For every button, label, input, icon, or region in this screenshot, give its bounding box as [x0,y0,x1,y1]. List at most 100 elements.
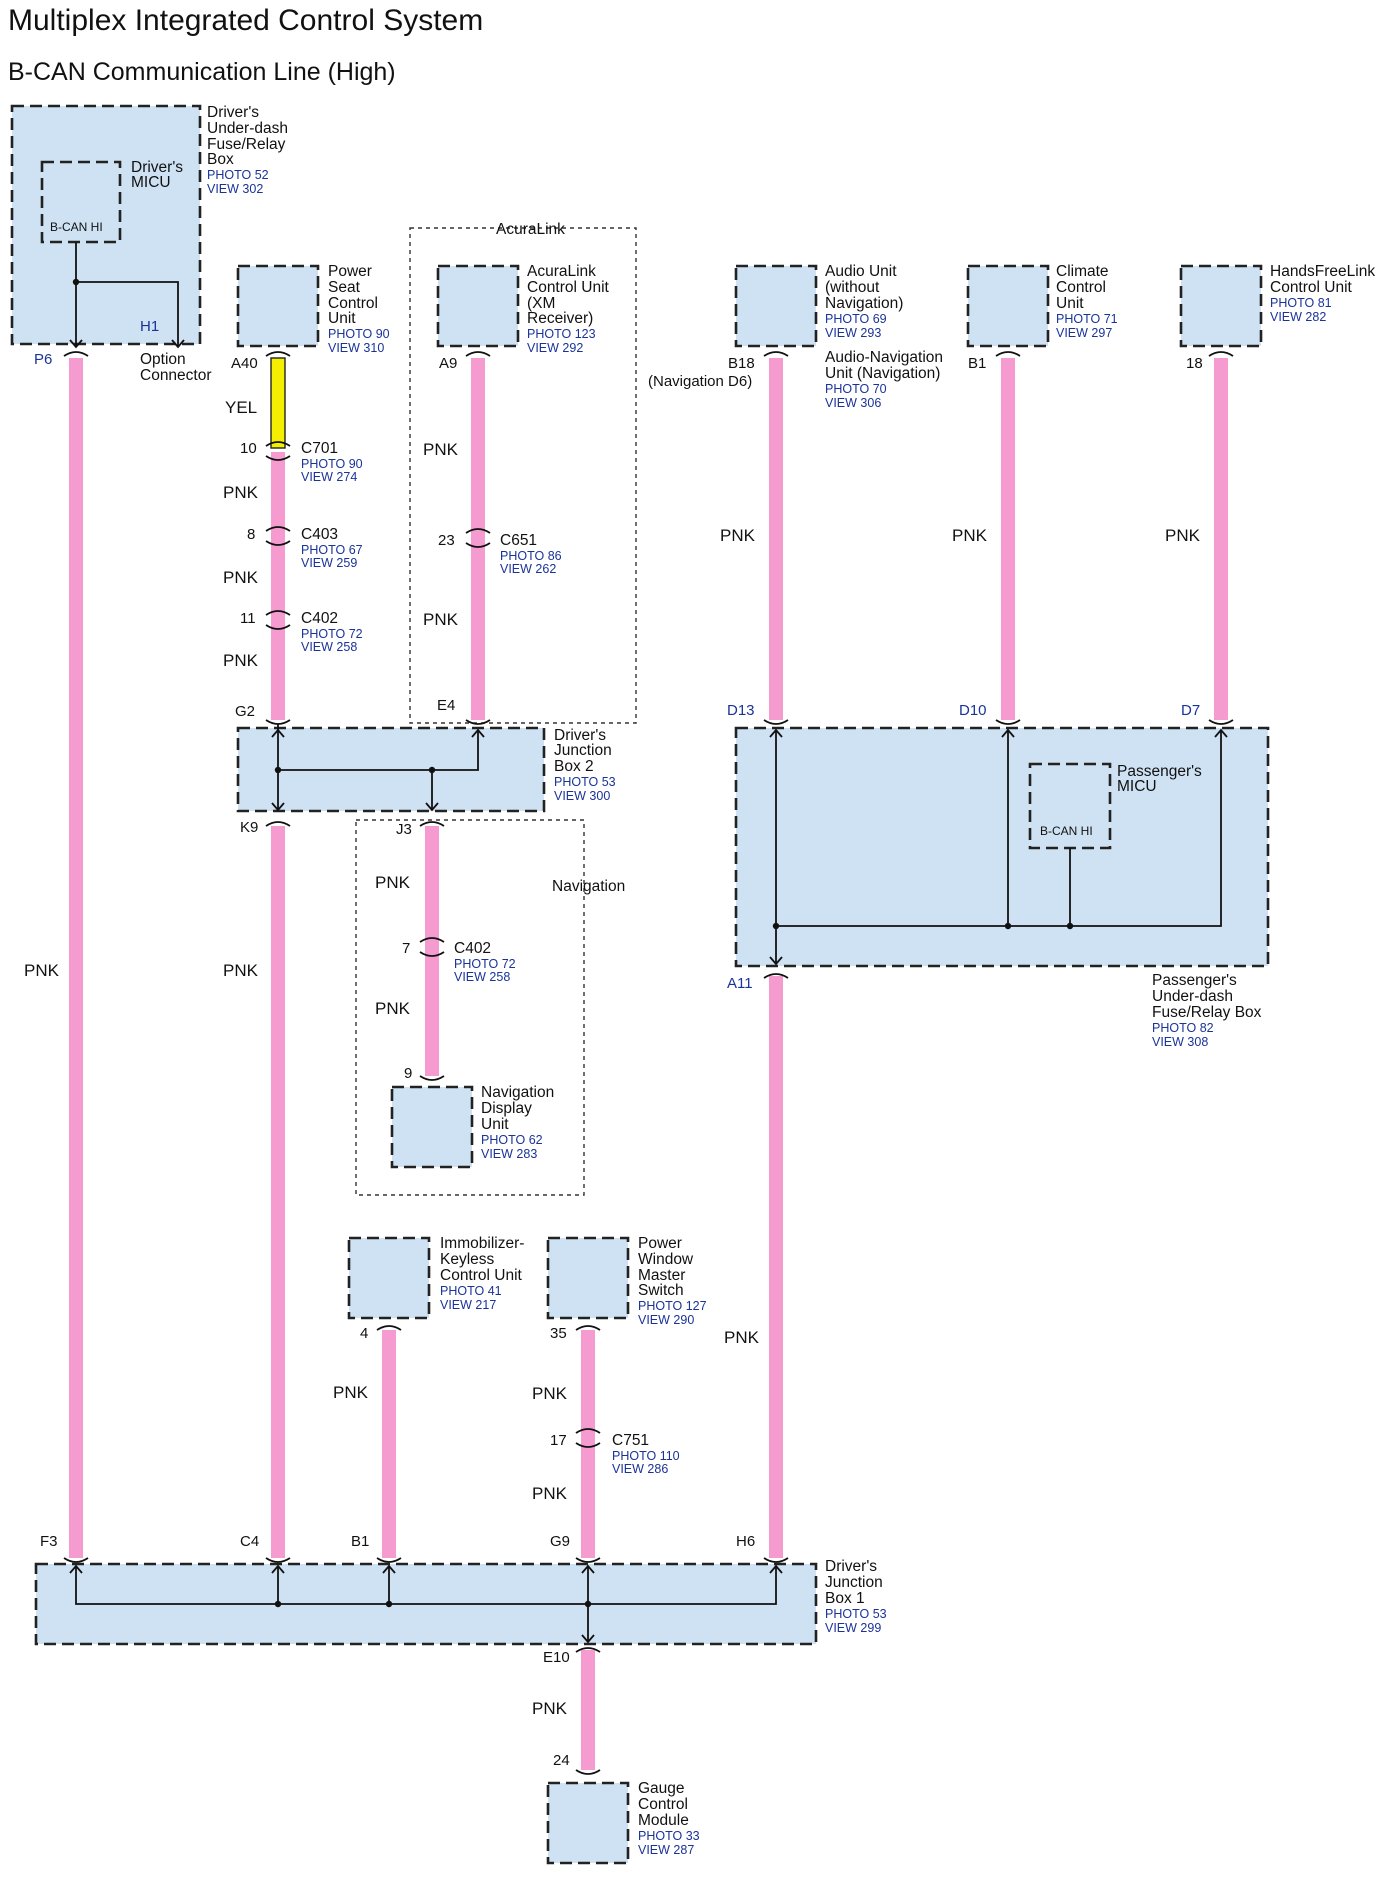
navigation-group [355,819,585,1196]
connector-c402-a-pin: 11 [240,610,256,627]
pin-f3: F3 [40,1533,58,1550]
wire-label-pnk-a9-c651: PNK [423,440,459,459]
drivers-fuse-box-label: Driver's Under-dash Fuse/Relay Box PHOTO… [207,104,292,196]
wire-label-pnk-immobilizer: PNK [333,1383,369,1402]
pin-4: 4 [360,1325,368,1342]
passengers-micu-label: Passenger's MICU [1117,763,1206,795]
pin-a9: A9 [439,355,457,372]
climate-unit-label: Climate Control Unit PHOTO 71 VIEW 297 [1056,263,1122,340]
wire-b18-d13 [769,358,783,720]
connector-c751-pin: 17 [550,1432,567,1449]
option-connector-label: Option Connector [140,351,212,384]
pin-k9: K9 [240,819,258,836]
pin-p6: P6 [34,351,52,368]
wire-label-pnk-audio: PNK [720,526,756,545]
pin-a11: A11 [727,975,753,992]
wire-label-pnk-c751-g9: PNK [532,1484,568,1503]
connector-c402-a: C402 PHOTO 72 VIEW 258 [301,610,367,654]
nav-display-box [390,1085,474,1169]
acuralink-unit-label: AcuraLink Control Unit (XM Receiver) PHO… [527,263,613,355]
pin-e4: E4 [437,697,455,714]
wire-a9-e4 [471,358,485,720]
handsfree-unit-box [1179,264,1263,348]
wire-label-pnk-c651-e4: PNK [423,610,459,629]
wire-4-b1 [382,1330,396,1558]
pin-a40: A40 [231,355,258,372]
wire-label-pnk-p6: PNK [24,961,60,980]
wire-e10-24 [581,1650,595,1770]
pin-b18: B18 [728,355,755,372]
pin-d10: D10 [959,702,987,719]
pin-h6: H6 [736,1533,755,1550]
acuralink-unit-box [436,264,520,348]
wire-label-pnk-j3-c402: PNK [375,873,411,892]
junction-box-1-label: Driver's Junction Box 1 PHOTO 53 VIEW 29… [825,1558,891,1635]
power-seat-box [236,264,320,348]
wire-label-pnk-climate: PNK [952,526,988,545]
wire-label-pnk-c402-nav: PNK [375,999,411,1018]
nav-display-label: Navigation Display Unit PHOTO 62 VIEW 28… [481,1084,559,1161]
pin-d7: D7 [1181,702,1200,719]
passengers-fuse-box-label: Passenger's Under-dash Fuse/Relay Box PH… [1152,972,1266,1049]
wire-label-pnk-a11: PNK [724,1328,760,1347]
audio-unit-box [734,264,818,348]
connector-c701-pin: 10 [240,440,257,457]
wire-label-pnk-c701-c403: PNK [223,483,259,502]
connector-c402-b-pin: 7 [402,940,410,957]
gauge-label: Gauge Control Module PHOTO 33 VIEW 287 [638,1780,704,1857]
pin-j3: J3 [396,821,412,838]
connector-c701: C701 PHOTO 90 VIEW 274 [301,440,367,484]
pin-b1-top: B1 [968,355,986,372]
connector-brackets [63,351,1234,1775]
pin-35: 35 [550,1325,567,1342]
page-subtitle: B-CAN Communication Line (High) [8,58,396,86]
wire-a40-c701 [270,357,286,449]
immobilizer-box [347,1236,431,1320]
wire-label-yel: YEL [225,398,257,417]
navigation-group-label: Navigation [552,878,625,895]
pin-e10: E10 [543,1649,570,1666]
immobilizer-label: Immobilizer- Keyless Control Unit PHOTO … [440,1235,529,1312]
handsfree-unit-label: HandsFreeLink Control Unit PHOTO 81 VIEW… [1270,263,1379,324]
gauge-box [546,1781,630,1865]
wire-35-g9 [581,1330,595,1558]
wire-c701-g2 [271,452,285,720]
wire-label-pnk-handsfree: PNK [1165,526,1201,545]
pin-9: 9 [404,1065,412,1082]
audio-unit-label: Audio Unit (without Navigation) PHOTO 69… [825,263,908,340]
pin-b1-bottom: B1 [351,1533,369,1550]
connector-c651: C651 PHOTO 86 VIEW 262 [500,532,566,576]
wire-label-pnk-k9: PNK [223,961,259,980]
audio-nav-unit-label: Audio-Navigation Unit (Navigation) PHOTO… [825,349,947,410]
power-window-label: Power Window Master Switch PHOTO 127 VIE… [638,1235,711,1327]
wire-j3-nav [425,826,439,1076]
wires [69,357,1228,1770]
pin-g9: G9 [550,1533,570,1550]
connector-c402-b: C402 PHOTO 72 VIEW 258 [454,940,520,984]
page-title: Multiplex Integrated Control System [8,4,483,37]
wire-k9-c4 [271,826,285,1558]
connector-c403: C403 PHOTO 67 VIEW 259 [301,526,367,570]
connector-c403-pin: 8 [247,526,255,543]
internal-bus [69,242,1228,1644]
acuralink-group [409,227,637,724]
power-window-box [546,1236,630,1320]
option-connector-pin: H1 [140,318,159,335]
pin-d13: D13 [727,702,755,719]
wire-a11-h6 [769,976,783,1558]
pin-18: 18 [1186,355,1203,372]
passengers-micu-bcan-label: B-CAN HI [1040,824,1093,838]
pin-24: 24 [553,1752,570,1769]
wire-label-pnk-35-c751: PNK [532,1384,568,1403]
pin-g2: G2 [235,703,255,720]
wire-label-pnk-c402-g2: PNK [223,651,259,670]
wire-label-pnk-e10-24: PNK [532,1699,568,1718]
connector-c651-pin: 23 [438,532,455,549]
pin-nav-d6: (Navigation D6) [648,373,752,390]
connector-c751: C751 PHOTO 110 VIEW 286 [612,1432,684,1476]
drivers-micu-label: Driver's MICU [131,159,187,191]
wire-18-d7 [1214,358,1228,720]
wire-b1-d10 [1001,358,1015,720]
acuralink-group-label: AcuraLink [496,221,565,238]
